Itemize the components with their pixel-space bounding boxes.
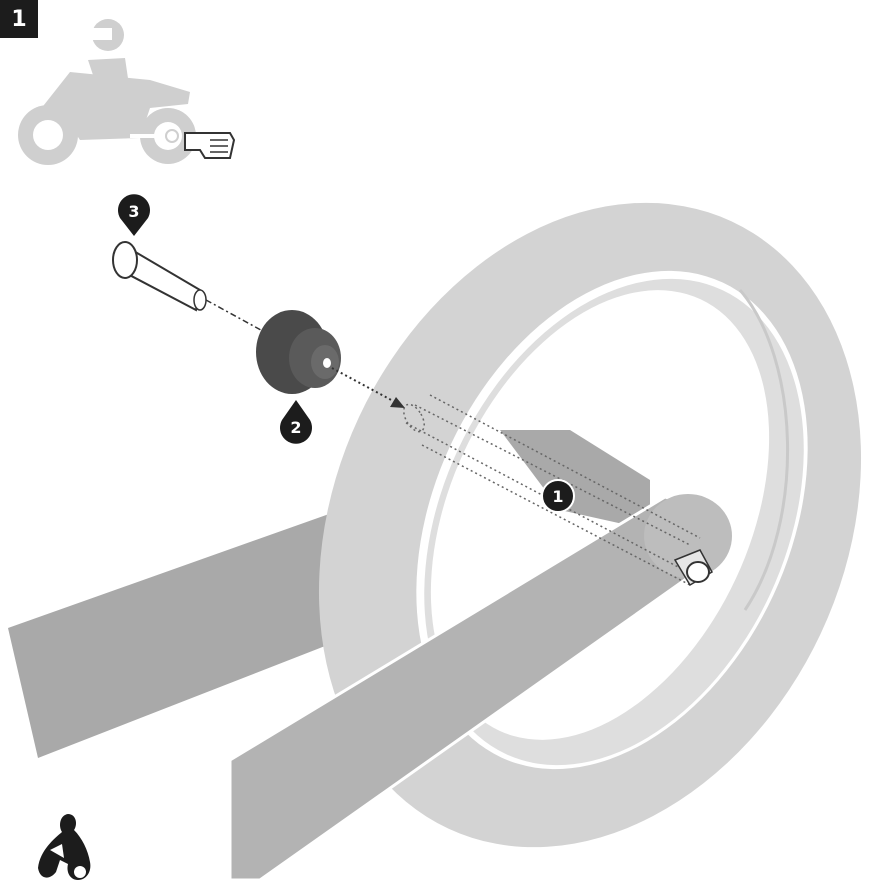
callout-3-label: 3 (128, 202, 139, 221)
spacer-to-axle-arrow (331, 367, 405, 408)
swingarm-front-beam (228, 494, 732, 882)
callout-3: 3 (117, 194, 150, 236)
callout-1-label: 1 (552, 487, 563, 506)
bolt-to-spacer-line (205, 299, 271, 336)
rider-on-motorcycle-icon (38, 814, 91, 880)
motorcycle-rear-wheel-pointer-icon (18, 19, 236, 165)
step-number-badge: 1 (0, 0, 38, 38)
bolt (112, 241, 207, 312)
callout-2: 2 (280, 400, 312, 444)
callout-2-label: 2 (290, 418, 301, 437)
callout-1: 1 (541, 479, 575, 513)
spacer (256, 310, 341, 394)
axle-pin (673, 549, 714, 587)
